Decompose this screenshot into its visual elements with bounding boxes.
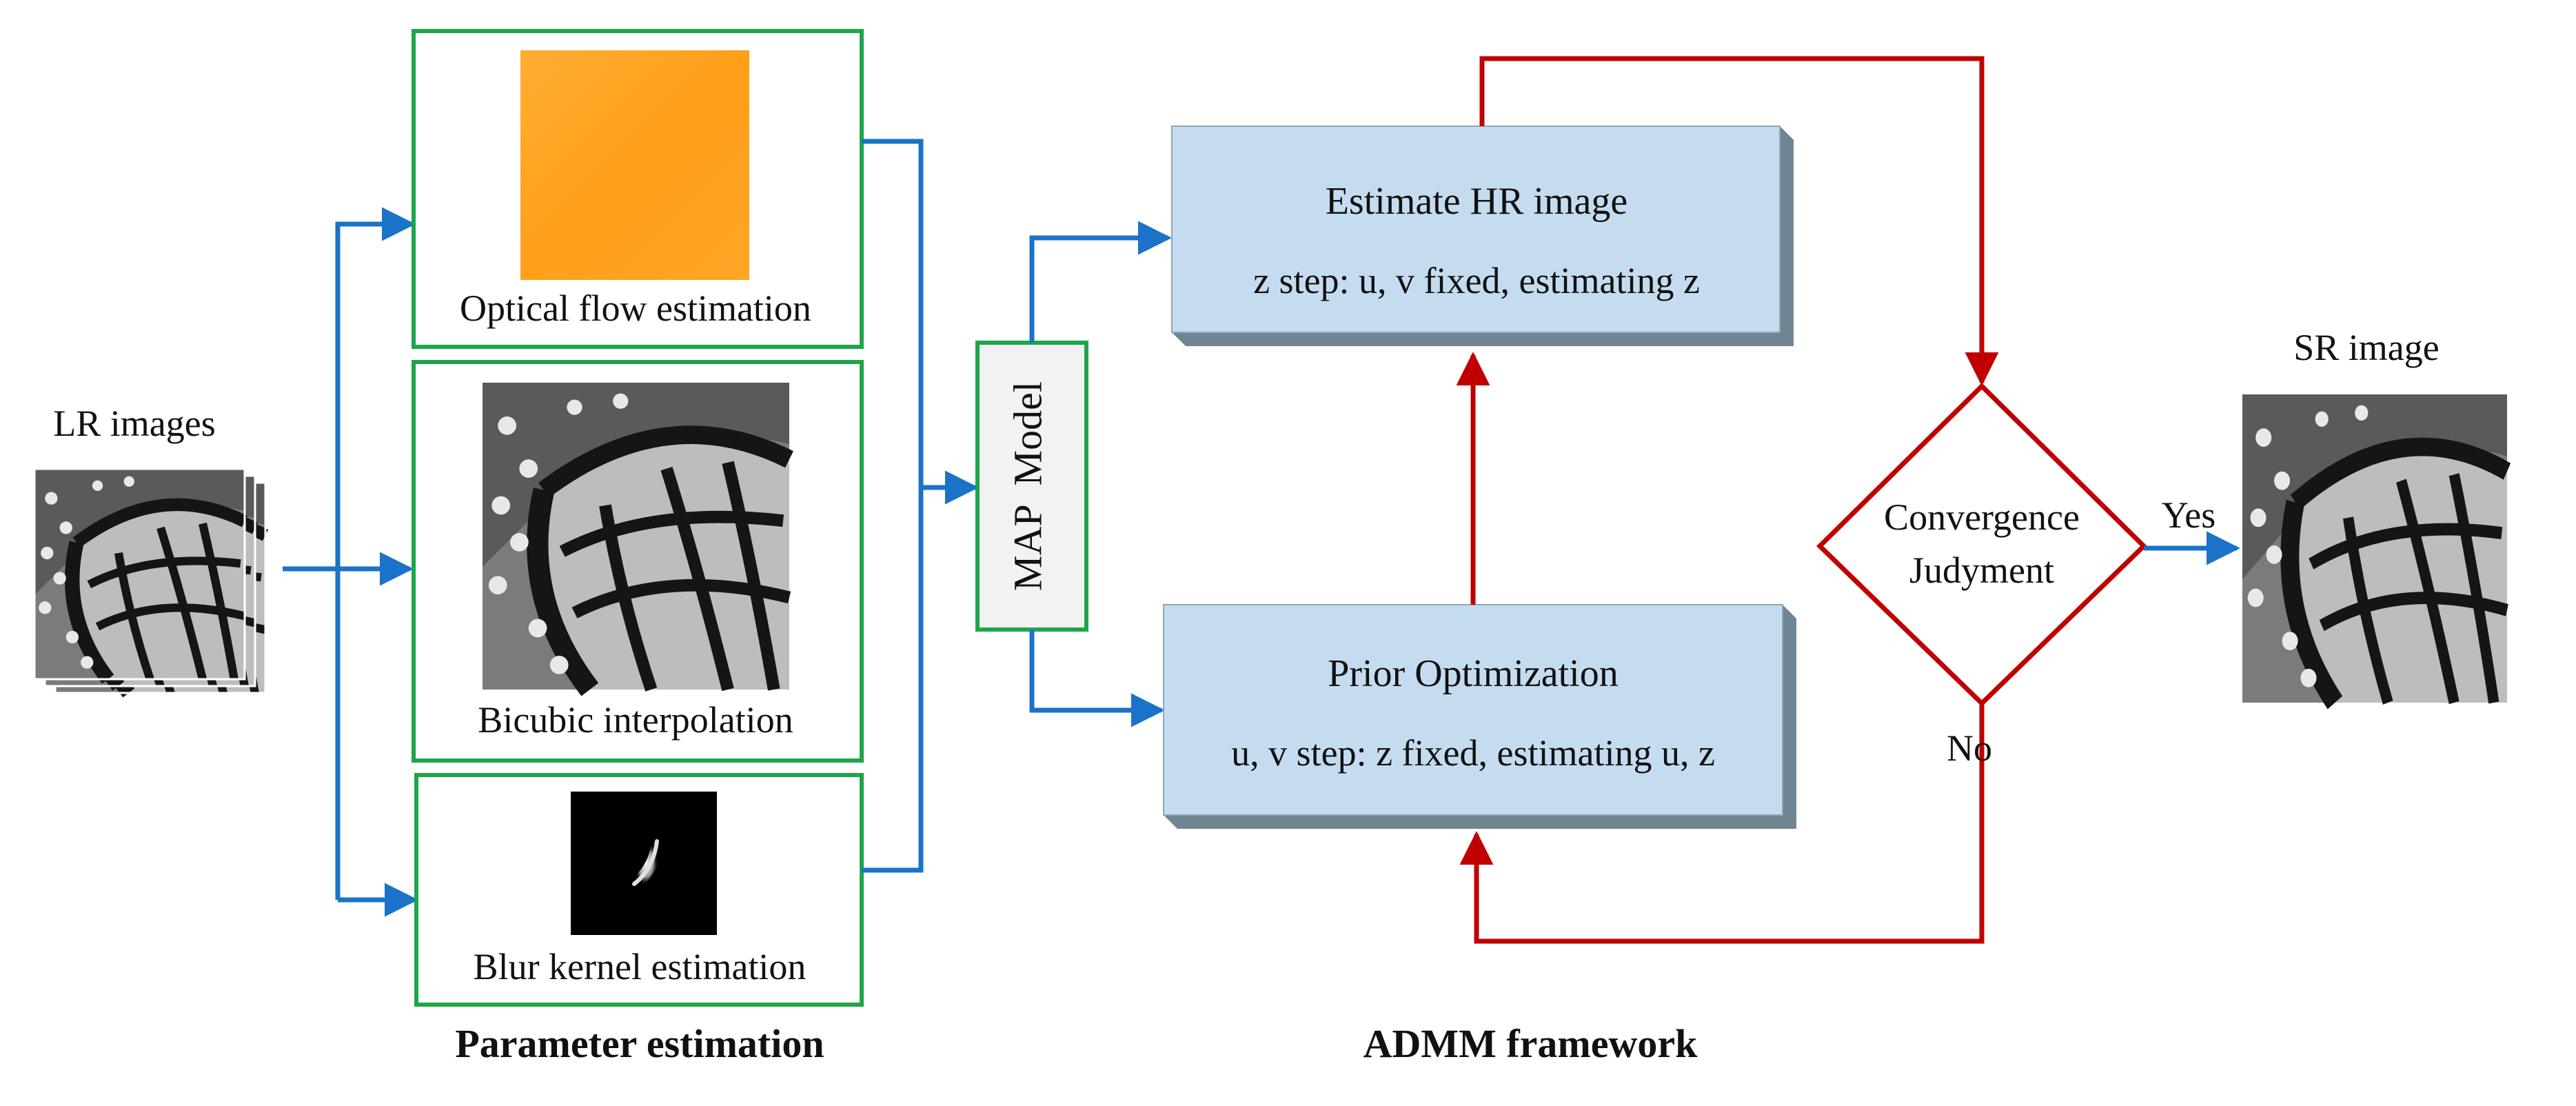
optical-flow-map-icon xyxy=(520,50,749,280)
estimate-hr-box: Estimate HR image z step: u, v fixed, es… xyxy=(1171,125,1794,346)
convergence-label-line1: Convergence xyxy=(1884,496,2080,538)
map-model-box: MAP Model xyxy=(975,341,1088,632)
lr-to-parameter-arrows xyxy=(283,207,418,917)
blur-kernel-icon xyxy=(571,792,717,935)
butterfly-image-icon xyxy=(2242,394,2507,703)
lr-images-stack xyxy=(34,469,265,693)
sr-image xyxy=(2242,394,2507,703)
prior-optimization-box: Prior Optimization u, v step: z fixed, e… xyxy=(1163,604,1796,829)
prior-optimization-title: Prior Optimization xyxy=(1328,652,1619,695)
estimate-to-convergence-arrow xyxy=(1479,56,1999,386)
no-loop-arrow xyxy=(1459,703,1985,944)
lr-images-label: LR images xyxy=(53,403,215,444)
butterfly-image-stack-icon xyxy=(34,469,265,693)
parameter-estimation-caption: Parameter estimation xyxy=(455,1021,824,1066)
estimate-hr-title: Estimate HR image xyxy=(1326,180,1628,223)
convergence-judgment-diamond: Convergence Judyment xyxy=(1816,383,2148,707)
optical-flow-box: Optical flow estimation xyxy=(412,29,864,349)
prior-optimization-step: u, v step: z fixed, estimating u, z xyxy=(1231,732,1715,774)
yes-label: Yes xyxy=(2162,494,2216,536)
blur-kernel-label: Blur kernel estimation xyxy=(474,946,807,987)
sr-image-label: SR image xyxy=(2293,327,2440,368)
map-to-admm-arrows xyxy=(1029,221,1172,727)
parameter-to-map-arrows xyxy=(862,139,979,873)
blur-kernel-box: Blur kernel estimation xyxy=(414,773,864,1007)
optical-flow-label: Optical flow estimation xyxy=(460,288,811,329)
bicubic-box: Bicubic interpolation xyxy=(412,360,864,763)
no-label: No xyxy=(1947,727,1992,769)
bicubic-label: Bicubic interpolation xyxy=(478,699,793,741)
estimate-hr-step: z step: u, v fixed, estimating z xyxy=(1253,260,1700,301)
admm-framework-caption: ADMM framework xyxy=(1363,1021,1698,1066)
convergence-label-line2: Judyment xyxy=(1909,550,2054,591)
map-model-label: MAP Model xyxy=(1005,381,1050,591)
butterfly-image-icon xyxy=(483,383,789,690)
